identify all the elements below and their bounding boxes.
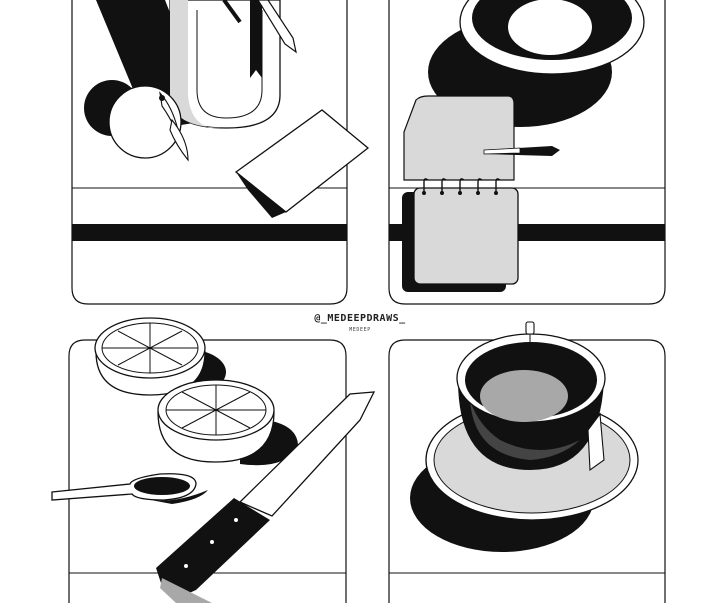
panel-notebook — [388, 0, 666, 305]
artist-signature-sub: MEDEEP — [349, 327, 371, 333]
panel-pencil-cup — [71, 0, 370, 305]
artist-signature: @_MEDEEPDRAWS_ — [314, 313, 406, 324]
panel-lemons-knife — [51, 317, 376, 603]
panel-coffee — [388, 321, 666, 603]
